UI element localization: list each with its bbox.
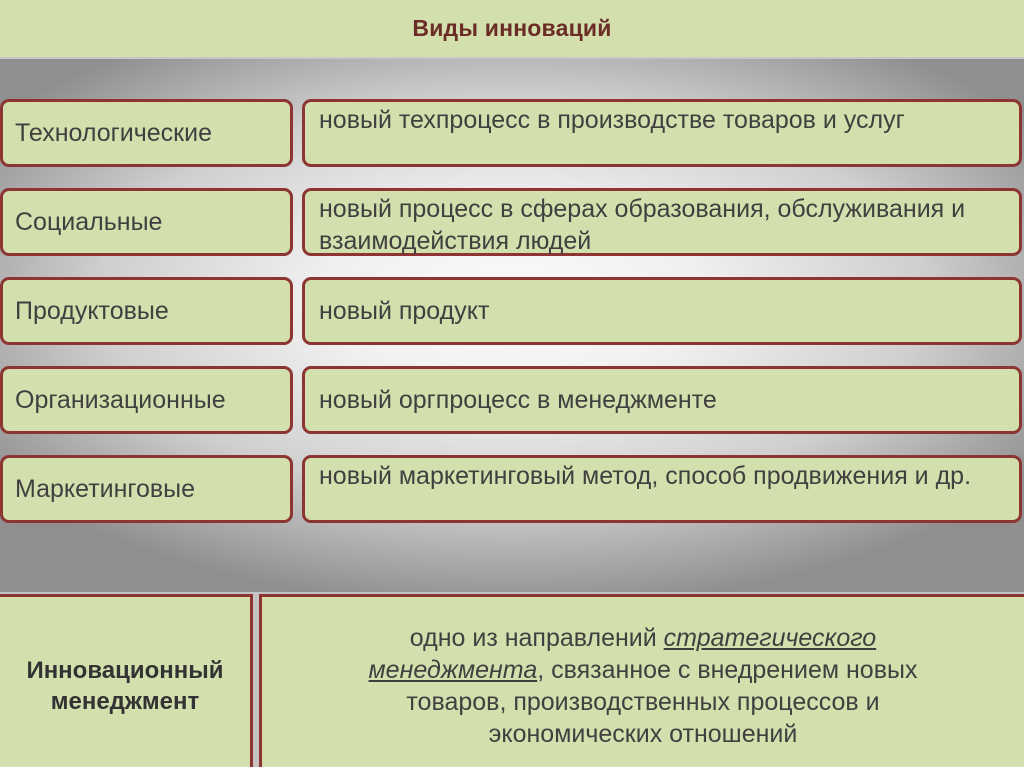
definition-term: Инновационный менеджмент (26, 655, 223, 717)
strategic-management-link[interactable]: стратегического (663, 624, 877, 652)
definition-term-line: Инновационный (26, 657, 224, 684)
type-box-product: Продуктовые (0, 277, 293, 345)
type-label: Технологические (15, 119, 212, 147)
type-description: новый техпроцесс в производстве товаров … (319, 106, 905, 134)
definition-text-part: товаров, производственных процессов и (406, 688, 880, 716)
type-description: новый продукт (319, 297, 490, 325)
type-label: Продуктовые (15, 297, 169, 325)
type-label: Социальные (15, 208, 163, 236)
definition-text-part: экономических отношений (488, 720, 798, 748)
title-bar: Виды инноваций (0, 0, 1024, 59)
type-label: Организационные (15, 386, 226, 414)
description-box-organizational: новый оргпроцесс в менеджменте (302, 366, 1022, 434)
description-box-social: новый процесс в сферах образования, обсл… (302, 188, 1022, 256)
definition-text: одно из направлений стратегического мене… (369, 622, 918, 750)
definition-text-part: одно из направлений (409, 624, 657, 652)
type-label: Маркетинговые (15, 475, 196, 503)
type-box-technological: Технологические (0, 99, 293, 167)
type-box-organizational: Организационные (0, 366, 293, 434)
type-box-social: Социальные (0, 188, 293, 256)
type-description: новый процесс в сферах образования, обсл… (319, 195, 966, 255)
description-box-marketing: новый маркетинговый метод, способ продви… (302, 455, 1022, 523)
description-box-product: новый продукт (302, 277, 1022, 345)
description-box-technological: новый техпроцесс в производстве товаров … (302, 99, 1022, 167)
type-box-marketing: Маркетинговые (0, 455, 293, 523)
strategic-management-link[interactable]: менеджмента (368, 656, 538, 684)
definition-term-line: менеджмент (50, 688, 200, 715)
type-description: новый маркетинговый метод, способ продви… (319, 462, 972, 490)
definition-text-part: , связанное с внедрением новых (537, 656, 918, 684)
definition-term-box: Инновационный менеджмент (0, 594, 253, 767)
page-title: Виды инноваций (412, 15, 612, 41)
type-description: новый оргпроцесс в менеджменте (319, 386, 717, 414)
definition-text-box: одно из направлений стратегического мене… (259, 594, 1024, 767)
